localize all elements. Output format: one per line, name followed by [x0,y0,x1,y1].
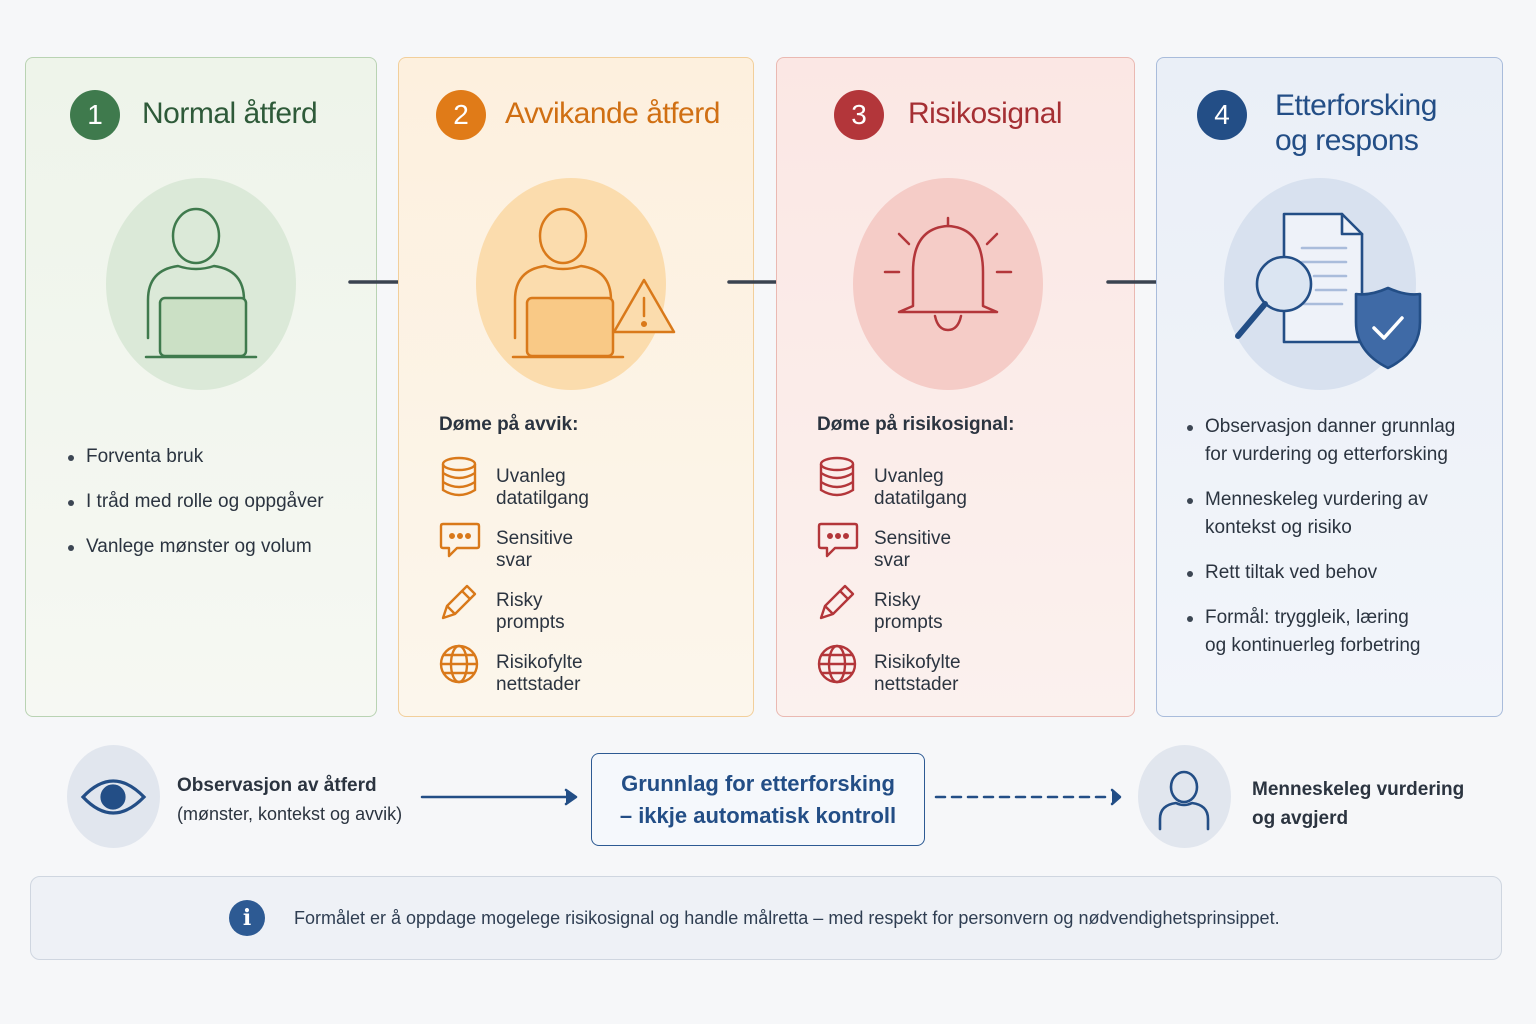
list-item: Vanlege mønster og volum [68,533,324,561]
list-item: Observasjon danner grunnlag for vurderin… [1187,413,1455,469]
examples-label: Døme på risikosignal: [817,414,1015,435]
list-item: I tråd med rolle og oppgåver [68,488,324,516]
step-number: 2 [436,90,486,140]
info-box: i Formålet er å oppdage mogelege risikos… [30,876,1502,960]
person-laptop-warning-icon [476,178,676,390]
human-assessment-text: Menneskeleg vurdering og avgjerd [1252,779,1465,829]
process-summary-row: Observasjon av åtferd (mønster, kontekst… [0,745,1536,855]
globe-icon [439,644,479,684]
list-item: Rett tiltak ved behov [1187,559,1455,587]
stage-deviating-behaviour: 2 Avvikande åtferd Døme på avvik: Uvanle… [398,57,754,717]
step-number: 4 [1197,90,1247,140]
person-icon [1138,745,1231,848]
investigation-basis-box: Grunnlag for etterforsking – ikkje autom… [591,753,925,846]
stage-normal-behaviour: 1 Normal åtferd Forventa bruk I tråd med… [25,57,377,717]
stage-risk-signal: 3 Risikosignal Døme på risikosignal: Uva… [776,57,1135,717]
step-number: 1 [70,90,120,140]
eye-icon [67,745,160,848]
info-text: Formålet er å oppdage mogelege risikosig… [294,908,1280,928]
database-icon [819,456,855,497]
observation-title: Observasjon av åtferd [177,775,377,796]
info-icon: i [229,900,265,936]
stage-title: Avvikande åtferd [505,97,720,130]
pencil-icon [441,584,477,620]
person-laptop-icon [106,178,296,390]
observation-subtitle: (mønster, kontekst og avvik) [177,804,403,824]
globe-icon [817,644,857,684]
chat-bubble-icon [439,522,481,558]
list-item: Forventa bruk [68,443,324,471]
pencil-icon [819,584,855,620]
list-item: Menneskeleg vurdering av kontekst og ris… [1187,486,1455,542]
arrow-right-icon [420,788,578,806]
stage-investigation-response: 4 Etterforsking og respons Observasjon d… [1156,57,1503,717]
examples-label: Døme på avvik: [439,414,579,435]
document-magnifier-shield-icon [1224,178,1422,390]
stage-title: Etterforsking og respons [1275,89,1437,157]
list-item: Formål: tryggleik, læring og kontinuerle… [1187,604,1455,660]
dashed-arrow-right-icon [934,788,1122,806]
chat-bubble-icon [817,522,859,558]
stage-title: Normal åtferd [142,97,318,130]
database-icon [441,456,477,497]
alarm-bell-icon [853,178,1043,390]
stage-title: Risikosignal [908,97,1063,130]
step-number: 3 [834,90,884,140]
